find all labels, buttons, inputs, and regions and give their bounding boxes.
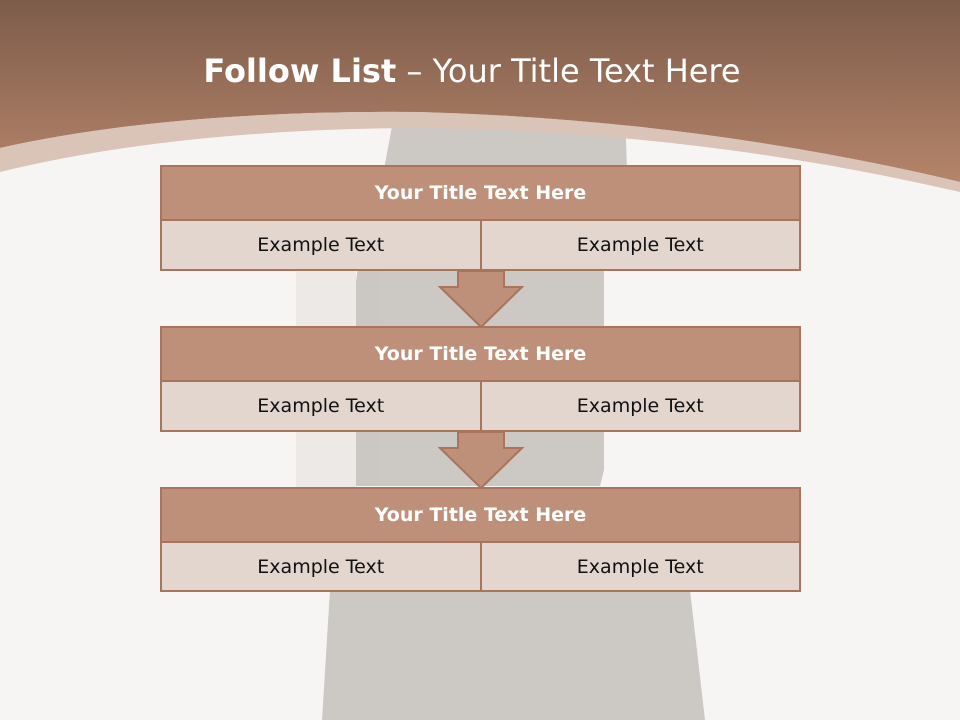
block-cell-left: Example Text — [257, 555, 385, 578]
header-band — [0, 0, 960, 182]
block-row: Example Text Example Text — [160, 382, 801, 432]
block-title: Your Title Text Here — [160, 326, 801, 382]
flow-block-3: Your Title Text Here Example Text Exampl… — [160, 487, 801, 592]
down-arrow-icon — [438, 431, 524, 489]
block-cell-right: Example Text — [479, 382, 800, 430]
block-row: Example Text Example Text — [160, 543, 801, 592]
title-bold: Follow List — [203, 52, 397, 90]
block-cell-right: Example Text — [479, 221, 800, 269]
block-cell-right: Example Text — [479, 543, 800, 590]
block-title: Your Title Text Here — [160, 165, 801, 221]
slide-title: Follow List – Your Title Text Here — [0, 52, 944, 90]
block-row: Example Text Example Text — [160, 221, 801, 271]
flow-block-1: Your Title Text Here Example Text Exampl… — [160, 165, 801, 271]
title-rest: – Your Title Text Here — [396, 52, 741, 90]
block-cell-left: Example Text — [257, 395, 385, 417]
down-arrow-icon — [438, 270, 524, 328]
flow-block-2: Your Title Text Here Example Text Exampl… — [160, 326, 801, 432]
block-title: Your Title Text Here — [160, 487, 801, 543]
header-swoosh — [0, 111, 960, 192]
block-cell-left: Example Text — [257, 234, 385, 256]
